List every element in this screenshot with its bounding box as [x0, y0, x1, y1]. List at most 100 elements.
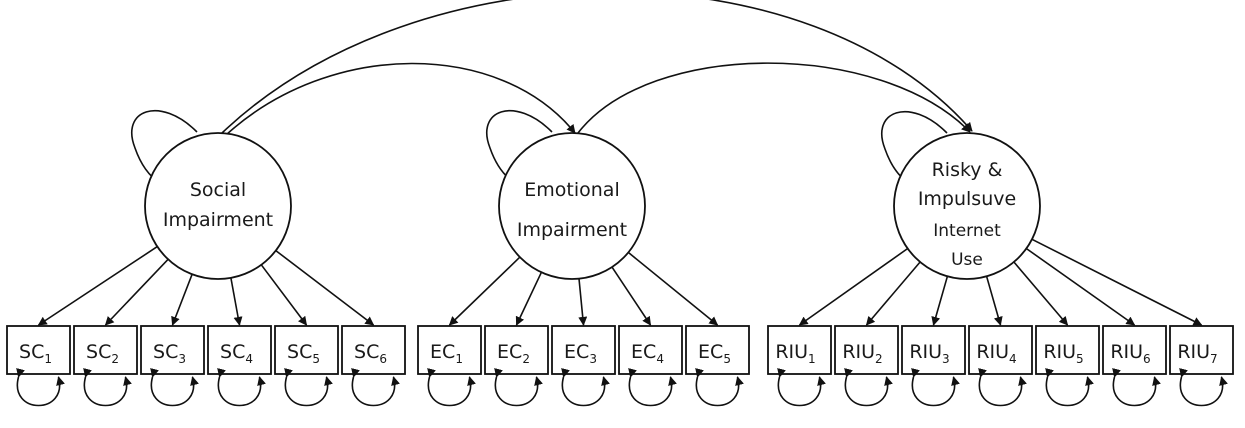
- residual-loop-riu2: [844, 368, 893, 407]
- residual-loop-riu3: [911, 368, 960, 407]
- indicator-label-sc6: SC6: [354, 341, 387, 366]
- residual-loop-sc6: [351, 368, 400, 407]
- loading-arrow-riu3: [931, 276, 949, 326]
- latent-label-risky-3: Internet: [933, 221, 1001, 241]
- loading-arrow-sc5: [260, 264, 308, 326]
- latent-label-social-2: Impairment: [163, 209, 273, 231]
- indicator-label-ec3: EC3: [564, 341, 597, 366]
- latent-risky: Risky & Impulsuve Internet Use: [893, 132, 1041, 280]
- indicator-label-riu2: RIU2: [842, 341, 882, 366]
- indicator-box-riu1: [767, 325, 832, 375]
- indicator-label-sc3: SC3: [153, 341, 186, 366]
- indicator-ec3: EC3: [551, 325, 616, 407]
- indicator-box-riu6: [1102, 325, 1167, 375]
- variance-loop-social: [131, 109, 198, 184]
- indicator-sc1: SC1: [6, 325, 71, 407]
- residual-loop-ec1: [427, 368, 476, 407]
- indicator-box-riu7: [1169, 325, 1234, 375]
- indicator-box-sc4: [207, 325, 272, 375]
- indicator-riu3: RIU3: [901, 325, 966, 407]
- residual-loop-sc4: [217, 368, 266, 407]
- latent-circle-social: [144, 132, 292, 280]
- indicator-boxes: SC1 SC2 SC3 SC4 SC5 SC6 EC1 EC2 EC3 EC4 EC5 RIU1 RIU…: [6, 325, 1234, 407]
- latent-label-risky-1: Risky &: [932, 159, 1003, 181]
- residual-loop-ec3: [561, 368, 610, 407]
- latent-label-risky-4: Use: [951, 250, 983, 270]
- indicator-label-sc1: SC1: [19, 341, 52, 366]
- indicator-box-sc3: [140, 325, 205, 375]
- loading-arrow-riu7: [1031, 238, 1203, 326]
- latent-social: Social Impairment: [144, 132, 292, 280]
- latent-label-emotional-1: Emotional: [524, 179, 619, 201]
- indicator-ec4: EC4: [618, 325, 683, 407]
- indicator-label-riu7: RIU7: [1177, 341, 1217, 366]
- residual-loop-riu5: [1045, 368, 1094, 407]
- indicator-label-riu1: RIU1: [775, 341, 815, 366]
- indicator-box-ec1: [417, 325, 482, 375]
- indicator-label-ec5: EC5: [698, 341, 731, 366]
- loading-arrow-sc6: [275, 249, 375, 326]
- loading-arrow-riu5: [1013, 261, 1069, 326]
- covariance-social-emotional: [216, 62, 576, 144]
- latent-label-emotional-2: Impairment: [517, 219, 627, 241]
- indicator-ec5: EC5: [685, 325, 750, 407]
- latent-emotional: Emotional Impairment: [498, 132, 646, 280]
- indicator-ec2: EC2: [484, 325, 549, 407]
- indicator-sc6: SC6: [341, 325, 406, 407]
- loading-arrow-riu4: [985, 276, 1003, 326]
- residual-loop-ec4: [628, 368, 677, 407]
- indicator-riu4: RIU4: [968, 325, 1033, 407]
- covariance-emotional-risky: [569, 62, 971, 143]
- indicator-label-ec4: EC4: [631, 341, 664, 366]
- indicator-riu2: RIU2: [834, 325, 899, 407]
- loading-arrow-sc4: [230, 277, 243, 326]
- indicator-box-sc2: [73, 325, 138, 375]
- indicator-riu1: RIU1: [767, 325, 832, 407]
- indicator-box-riu4: [968, 325, 1033, 375]
- residual-loop-ec5: [695, 368, 744, 407]
- latent-circle-risky: [893, 132, 1041, 280]
- loading-arrow-ec5: [627, 251, 719, 326]
- loading-arrow-ec4: [611, 266, 652, 326]
- residual-loop-sc3: [150, 368, 199, 407]
- loading-arrow-riu6: [1025, 247, 1136, 326]
- covariance-social-risky: [213, 0, 973, 142]
- indicator-box-ec4: [618, 325, 683, 375]
- indicator-label-sc4: SC4: [220, 341, 253, 366]
- indicator-label-sc2: SC2: [86, 341, 119, 366]
- latent-circle-emotional: [498, 132, 646, 280]
- indicator-riu7: RIU7: [1169, 325, 1234, 407]
- indicator-box-ec2: [484, 325, 549, 375]
- indicator-box-riu5: [1035, 325, 1100, 375]
- loading-arrow-riu2: [865, 261, 921, 326]
- indicator-label-ec1: EC1: [430, 341, 463, 366]
- indicator-label-riu3: RIU3: [909, 341, 949, 366]
- covariance-arcs: [213, 0, 973, 144]
- residual-loop-riu4: [978, 368, 1027, 407]
- latent-label-social-1: Social: [190, 179, 246, 201]
- indicator-label-riu5: RIU5: [1043, 341, 1083, 366]
- residual-loop-sc2: [83, 368, 132, 407]
- residual-loop-sc1: [16, 368, 65, 407]
- indicator-sc3: SC3: [140, 325, 205, 407]
- loading-arrow-sc2: [104, 258, 169, 326]
- indicator-box-sc5: [274, 325, 339, 375]
- indicator-label-ec2: EC2: [497, 341, 530, 366]
- latent-label-risky-2: Impulsuve: [918, 188, 1016, 210]
- indicator-box-riu2: [834, 325, 899, 375]
- indicator-riu6: RIU6: [1102, 325, 1167, 407]
- residual-loop-riu7: [1179, 368, 1228, 407]
- indicator-sc4: SC4: [207, 325, 272, 407]
- indicator-label-sc5: SC5: [287, 341, 320, 366]
- loading-arrow-ec1: [448, 256, 521, 326]
- indicator-box-ec3: [551, 325, 616, 375]
- loading-arrow-ec3: [578, 278, 588, 326]
- loading-arrow-riu1: [798, 247, 909, 326]
- indicator-sc5: SC5: [274, 325, 339, 407]
- loading-arrow-sc3: [171, 274, 193, 326]
- indicator-riu5: RIU5: [1035, 325, 1100, 407]
- loading-arrow-sc1: [37, 245, 158, 326]
- residual-loop-riu6: [1112, 368, 1161, 407]
- factor-loading-arrows: [37, 238, 1203, 326]
